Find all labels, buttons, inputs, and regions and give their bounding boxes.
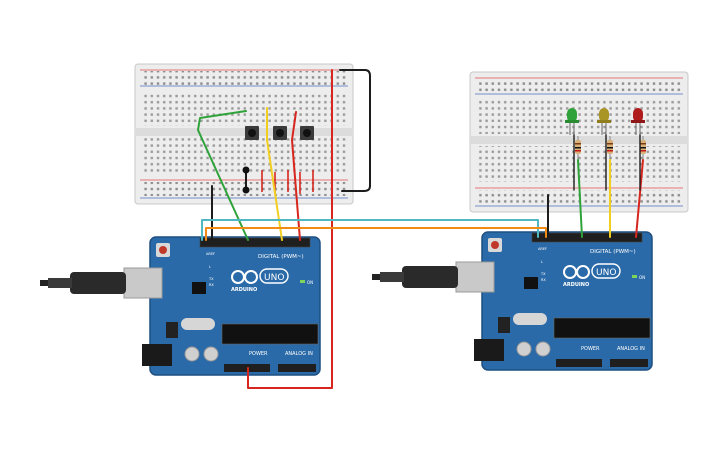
resistor-2	[607, 136, 613, 160]
arduino-uno-right[interactable]: DIGITAL (PWM~) AREF UNO ARDUINO ON TX RX…	[372, 231, 653, 371]
jumper-black-short	[242, 166, 250, 194]
usb-connector-left	[40, 267, 163, 299]
l-label: L	[541, 260, 543, 264]
wire-green-left	[197, 110, 249, 241]
uno-label: UNO	[264, 273, 284, 283]
wire-orange-cross	[205, 227, 547, 241]
rx-label: RX	[541, 278, 546, 282]
wire-red-right	[635, 159, 644, 238]
wire-green-right	[577, 159, 583, 238]
led-red[interactable]	[631, 108, 645, 135]
uno-label: UNO	[596, 268, 616, 278]
pushbutton-1[interactable]	[245, 126, 259, 140]
aref-label: AREF	[538, 247, 547, 251]
arduino-brand: ARDUINO	[563, 282, 589, 288]
arduino-uno-left[interactable]: DIGITAL (PWM~) AREF UNO ARDUINO ON TX RX…	[40, 236, 321, 376]
digital-label: DIGITAL (PWM~)	[258, 254, 304, 260]
l-label: L	[209, 265, 211, 269]
on-label: ON	[639, 275, 645, 280]
wire-yellow-left	[266, 107, 283, 241]
tx-label: TX	[208, 277, 214, 281]
usb-connector-right	[372, 261, 495, 293]
arduino-logo	[563, 265, 590, 279]
wires	[197, 69, 644, 389]
resistor-1	[575, 136, 581, 160]
on-label: ON	[307, 280, 313, 285]
pushbutton-2[interactable]	[273, 126, 287, 140]
wire-black-loop	[339, 69, 371, 192]
power-label: POWER	[249, 351, 268, 357]
aref-label: AREF	[206, 252, 215, 256]
pushbutton-3[interactable]	[300, 126, 314, 140]
arduino-brand: ARDUINO	[231, 287, 257, 293]
breadboard-left	[134, 63, 354, 205]
power-label: POWER	[581, 346, 600, 352]
analog-label: ANALOG IN	[285, 351, 313, 357]
wire-red-left	[291, 111, 301, 241]
arduino-logo	[231, 270, 258, 284]
led-yellow[interactable]	[597, 108, 611, 135]
led-green[interactable]	[565, 108, 579, 135]
resistor-3	[640, 136, 646, 160]
digital-label: DIGITAL (PWM~)	[590, 249, 636, 255]
rx-label: RX	[209, 283, 214, 287]
tx-label: TX	[540, 272, 546, 276]
analog-label: ANALOG IN	[617, 346, 645, 352]
